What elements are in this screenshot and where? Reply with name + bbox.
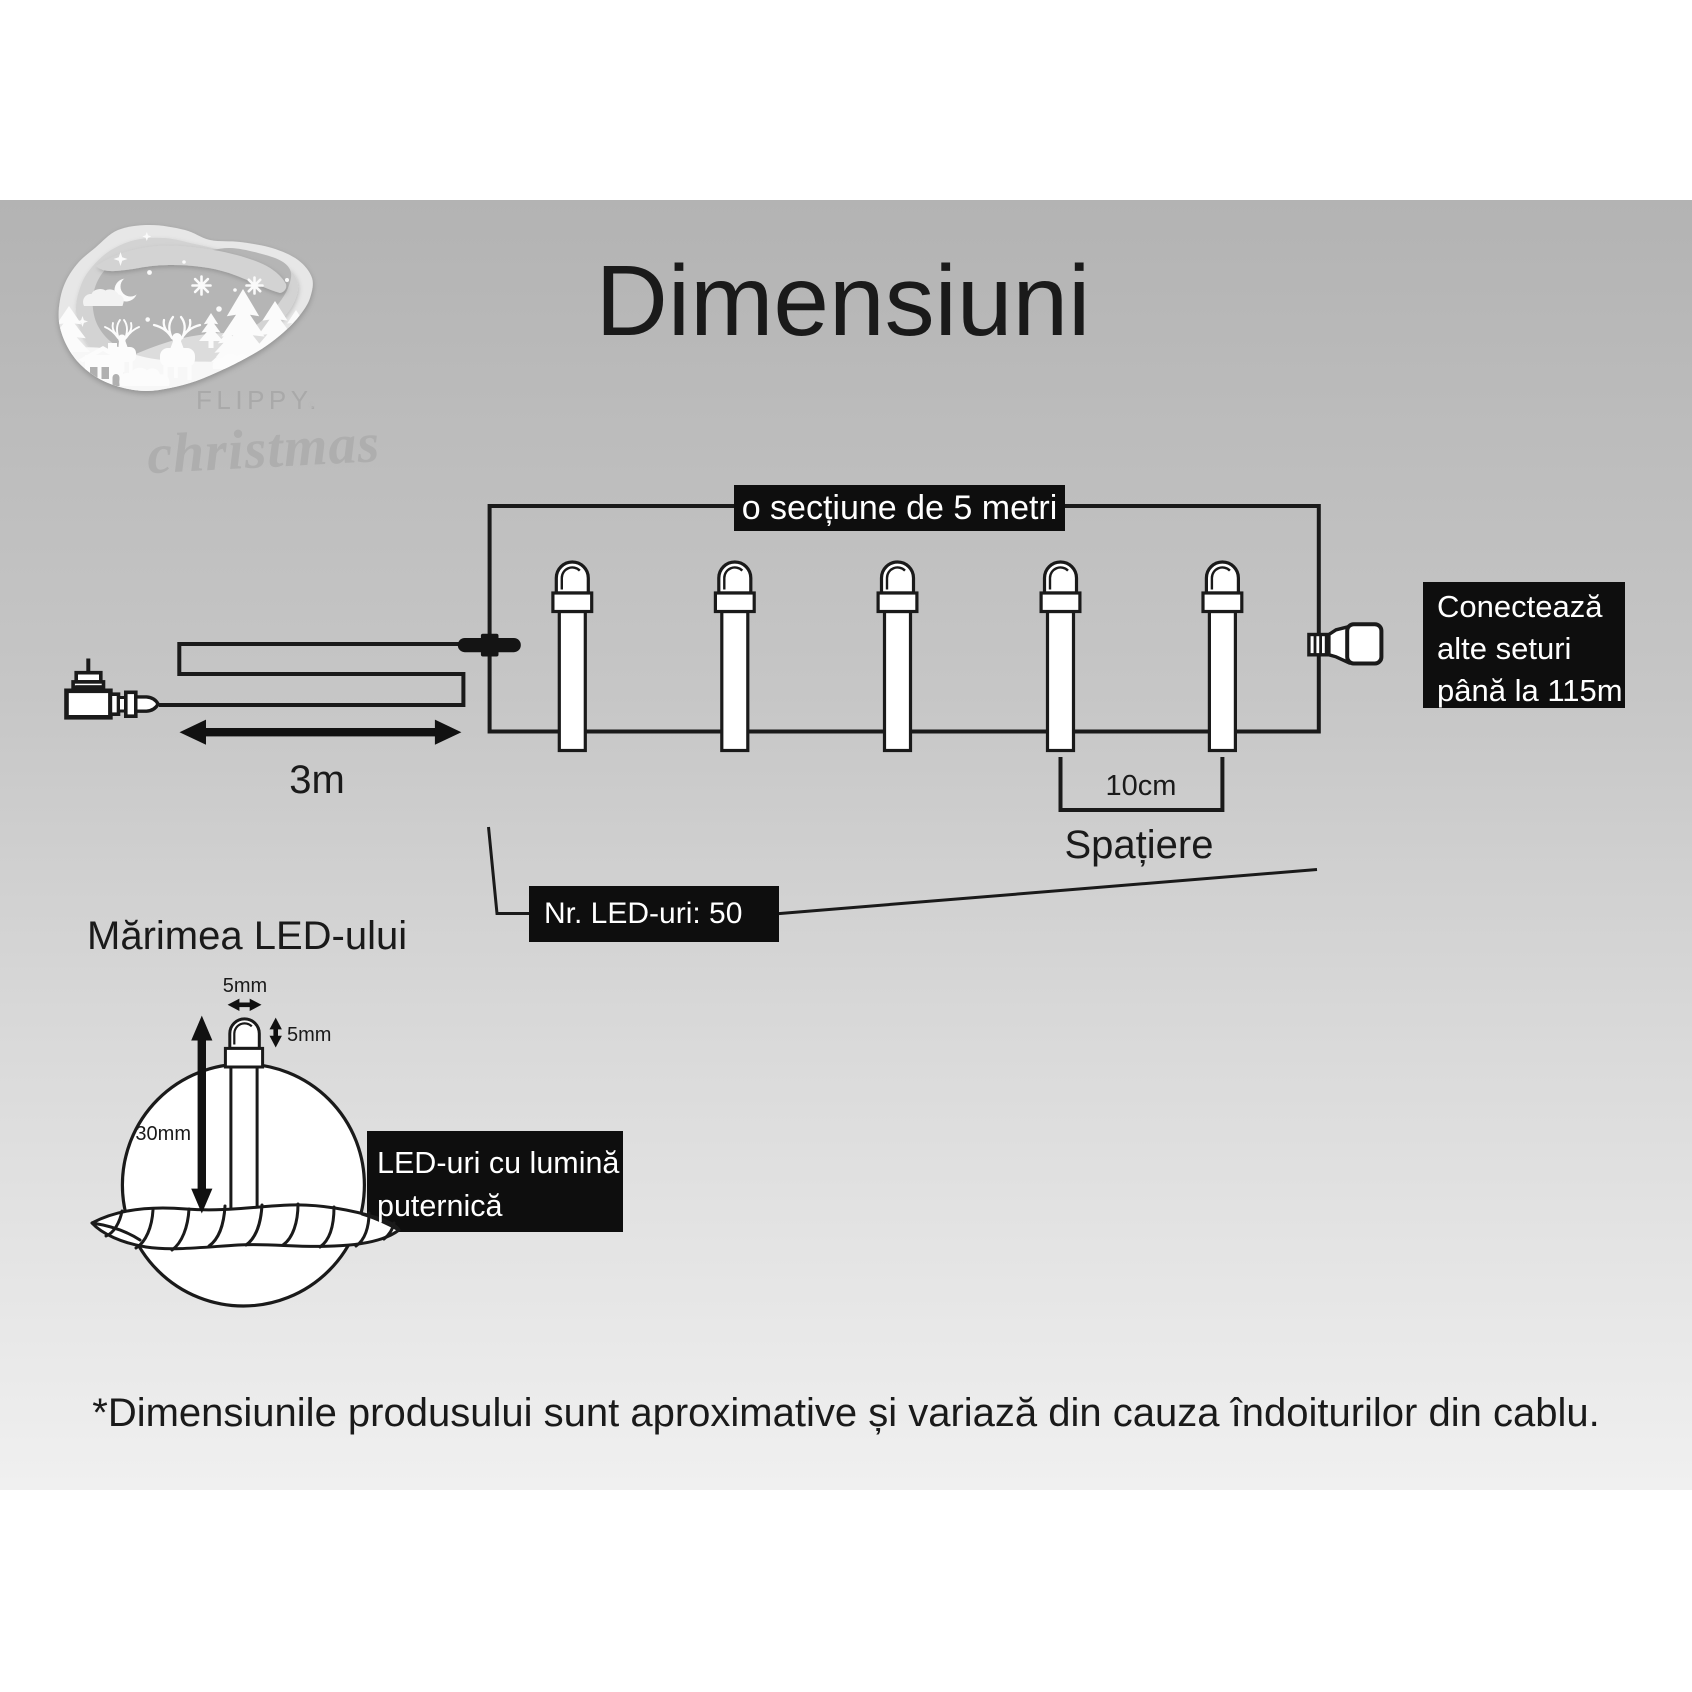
led-callout-label: LED-uri cu lumină puternică (377, 1146, 620, 1223)
registered-mark: ® (308, 400, 315, 410)
power-plug-icon (64, 658, 161, 720)
deer-icon (152, 315, 202, 380)
led-count-label: Nr. LED-uri: 50 (544, 897, 743, 930)
width-arrow (227, 998, 262, 1011)
spacing-label: Spațiere (1064, 823, 1214, 867)
led-bulb-icon (713, 560, 756, 753)
callout-box (367, 1131, 623, 1232)
led-bulb-icon (1201, 560, 1244, 753)
brand-script-wordmark: christmas (145, 412, 382, 487)
led-width-label: 5mm (222, 975, 268, 997)
led-count-pointer-line (487, 826, 530, 915)
end-connector-icon (1307, 622, 1384, 666)
lead-wire (159, 642, 466, 707)
connect-note-box (1423, 582, 1625, 708)
height-arrow (269, 1017, 282, 1048)
connect-pointer-line (778, 868, 1318, 916)
section-length-label: o secțiune de 5 metri (741, 489, 1058, 527)
footnote-text: *Dimensiunile produsului sunt aproximati… (92, 1391, 1600, 1435)
brand-wordmark: FLIPPY. (196, 385, 321, 415)
page-title: Dimensiuni (595, 245, 1091, 357)
junction-connector-icon (457, 633, 521, 657)
length-arrow (191, 1015, 213, 1214)
led-length-label: 30mm (135, 1123, 191, 1145)
led-count-box (529, 886, 779, 942)
twisted-cable-icon (90, 1202, 401, 1252)
lead-length-arrow (179, 719, 462, 745)
led-bulb-icon (551, 560, 594, 753)
logo-winter-scene-icon (58, 225, 313, 392)
led-height-label: 5mm (287, 1024, 332, 1046)
led-bulb-icon (876, 560, 919, 753)
lead-length-label: 3m (289, 758, 345, 802)
led-bulb-icon (1039, 560, 1082, 753)
connect-note-label: Conectează alte seturi până la 115m (1437, 589, 1623, 708)
led-size-heading: Mărimea LED-ului (87, 914, 408, 958)
section-label-box (734, 485, 1065, 531)
spacing-bracket (1058, 757, 1225, 812)
spacing-value-label: 10cm (1105, 770, 1177, 802)
